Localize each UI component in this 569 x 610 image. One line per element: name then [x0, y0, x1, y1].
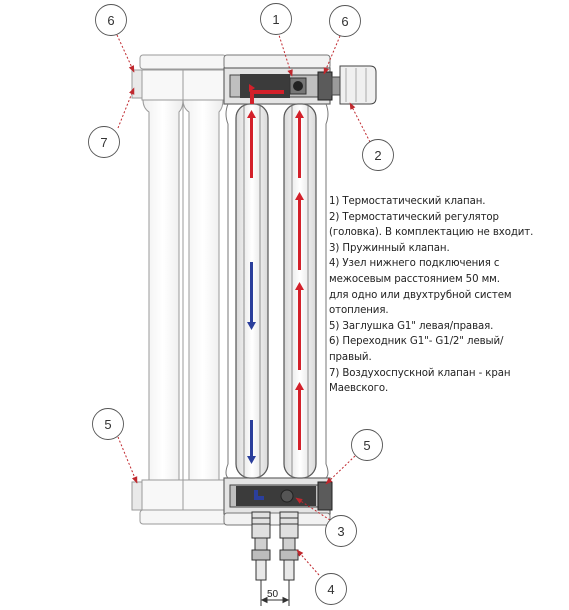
dimension-50mm	[260, 580, 290, 606]
callout-3: 3	[325, 515, 357, 547]
thermostatic-head	[331, 65, 377, 105]
svg-text:5: 5	[104, 417, 111, 432]
callout-2: 2	[362, 139, 394, 171]
legend-line: правый.	[329, 351, 372, 363]
bottom-connection-unit	[251, 511, 299, 581]
svg-text:2: 2	[374, 148, 381, 163]
legend-line: для одно или двухтрубной систем	[329, 289, 512, 301]
legend-line: межосевым расстоянием 50 мм.	[329, 273, 500, 285]
svg-text:1: 1	[272, 12, 279, 27]
svg-text:6: 6	[107, 13, 114, 28]
legend-line: Маевского.	[329, 383, 389, 395]
legend-line: 1) Термостатический клапан.	[329, 196, 486, 207]
supply-flow-arrows	[247, 84, 304, 450]
callout-1: 1	[260, 3, 292, 35]
callout-4: 4	[315, 573, 347, 605]
callouts: 6 1 6 7 2 5 5 3 4	[88, 3, 394, 605]
legend-line: 3) Пружинный клапан.	[329, 242, 450, 254]
callout-leaders	[116, 31, 371, 576]
legend: 1) Термостатический клапан. 2) Термостат…	[329, 194, 565, 397]
svg-text:3: 3	[337, 524, 344, 539]
dimension-value: 50	[267, 589, 279, 600]
legend-line: отопления.	[329, 305, 389, 317]
callout-6-left: 6	[95, 4, 127, 36]
svg-text:7: 7	[100, 135, 107, 150]
left-sections	[131, 54, 227, 525]
legend-line: 5) Заглушка G1" левая/правая.	[329, 320, 494, 332]
cutaway-section	[223, 54, 333, 526]
legend-line: 2) Термостатический регулятор	[329, 211, 499, 223]
callout-6-right: 6	[329, 5, 361, 37]
svg-text:5: 5	[363, 438, 370, 453]
callout-5-left: 5	[92, 408, 124, 440]
return-flow-arrows	[247, 262, 264, 500]
callout-5-right: 5	[351, 429, 383, 461]
callout-7: 7	[88, 126, 120, 158]
legend-line: 7) Воздухоспускной клапан - кран	[329, 367, 511, 379]
svg-text:6: 6	[341, 14, 348, 29]
legend-line: 6) Переходник G1"- G1/2" левый/	[329, 336, 504, 348]
legend-line: 4) Узел нижнего подключения с	[329, 258, 500, 270]
legend-line: (головка). В комплектацию не входит.	[329, 227, 534, 239]
svg-text:4: 4	[327, 582, 334, 597]
